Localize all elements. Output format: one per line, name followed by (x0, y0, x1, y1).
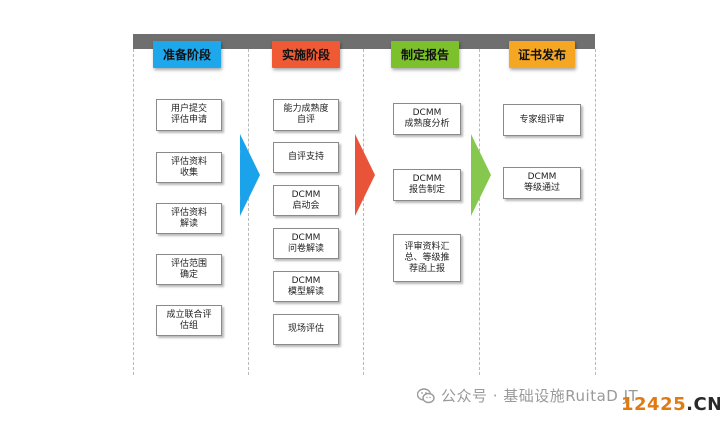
timeline-header-bar (133, 34, 595, 49)
watermark: 12425.CN (621, 394, 720, 415)
arrow-report-to-certify (471, 134, 491, 216)
step-kickoff-meeting: DCMM 启动会 (273, 185, 339, 216)
phase-certify-label: 证书发布 (509, 41, 575, 68)
step-report-drafting: DCMM 报告制定 (393, 169, 461, 201)
arrow-prepare-to-implement (240, 134, 260, 216)
step-submit-recommendation: 评审资料汇 总、等级推 荐函上报 (393, 234, 461, 282)
step-onsite-assessment: 现场评估 (273, 314, 339, 345)
step-maturity-analysis: DCMM 成熟度分析 (393, 103, 461, 135)
step-define-scope: 评估范围 确定 (156, 254, 222, 285)
column-divider (595, 49, 596, 375)
phase-report-label: 制定报告 (391, 41, 459, 68)
column-divider (479, 49, 480, 375)
footer-caption: 公众号 · 基础设施RuitaD JT (441, 387, 639, 405)
step-questionnaire: DCMM 问卷解读 (273, 228, 339, 259)
phase-prepare-label: 准备阶段 (153, 41, 221, 68)
step-form-team: 成立联合评 估组 (156, 305, 222, 336)
watermark-number: 12425 (621, 394, 687, 415)
step-self-assessment-support: 自评支持 (273, 142, 339, 173)
step-collect-materials: 评估资料 收集 (156, 152, 222, 183)
step-interpret-materials: 评估资料 解读 (156, 203, 222, 234)
watermark-domain: .CN (686, 394, 720, 415)
wechat-icon (417, 388, 435, 404)
column-divider (133, 49, 134, 375)
step-user-submit: 用户提交 评估申请 (156, 99, 222, 131)
step-level-approved: DCMM 等级通过 (503, 167, 581, 199)
phase-implement-label: 实施阶段 (272, 41, 340, 68)
step-model-interpretation: DCMM 模型解读 (273, 271, 339, 302)
column-divider (248, 49, 249, 375)
step-self-assessment: 能力成熟度 自评 (273, 99, 339, 131)
column-divider (363, 49, 364, 375)
step-expert-review: 专家组评审 (503, 104, 581, 136)
arrow-implement-to-report (355, 134, 375, 216)
